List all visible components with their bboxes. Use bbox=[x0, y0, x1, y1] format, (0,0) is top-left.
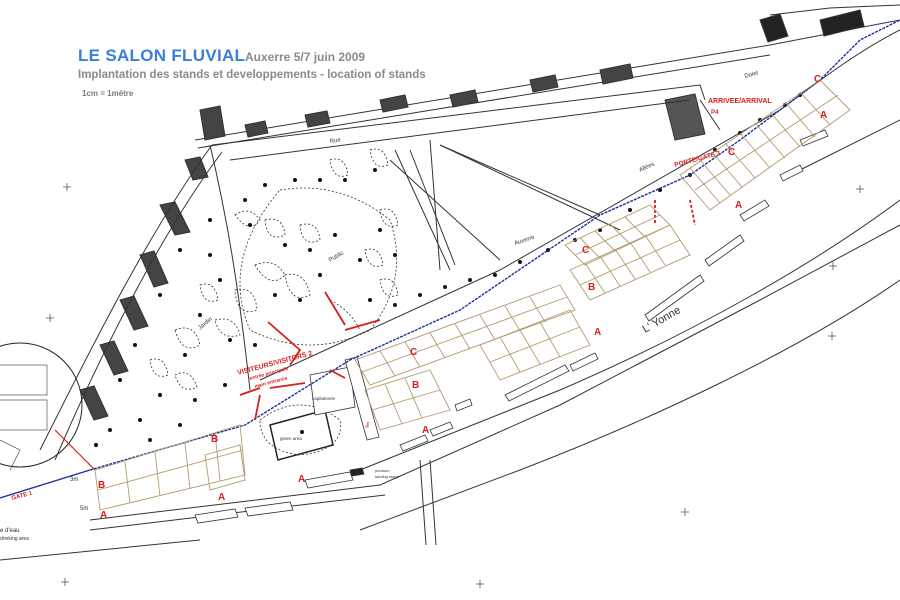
eau-en-label: drinking area bbox=[0, 536, 29, 542]
park-trees bbox=[94, 93, 802, 447]
pontoon-label: pontoon bbox=[375, 468, 389, 473]
zone-a-label: A bbox=[100, 510, 107, 521]
capitainerie-label: capitainerie bbox=[312, 396, 336, 401]
event-date: Auxerre 5/7 juin 2009 bbox=[245, 50, 366, 64]
green-area bbox=[269, 409, 334, 461]
zone-c-label: C bbox=[410, 347, 417, 358]
barriers bbox=[239, 199, 696, 421]
eau-fr-label: e d'eau bbox=[0, 528, 20, 534]
arrival-label: ARRIVEE/ARRIVAL bbox=[708, 98, 772, 105]
dim-label: 5m bbox=[364, 421, 370, 428]
street-dolet: Dolet bbox=[744, 70, 759, 80]
street-auxerre: Auxerre bbox=[514, 234, 536, 246]
zone-a-label: A bbox=[820, 110, 827, 121]
zone-a-label: A bbox=[735, 200, 742, 211]
page-subtitle: Implantation des stands et developpement… bbox=[78, 69, 426, 81]
page-title: LE SALON FLUVIAL bbox=[78, 46, 246, 65]
zone-b-label: B bbox=[98, 480, 105, 491]
zone-b-label: B bbox=[588, 282, 595, 293]
route-west bbox=[0, 469, 91, 499]
zone-a-label: A bbox=[218, 492, 225, 503]
scale-label: 1cm = 1métre bbox=[82, 89, 134, 98]
zone-b-label: B bbox=[211, 434, 218, 445]
zone-letters: C A C A C B A C B A B B A A A bbox=[98, 74, 827, 521]
p4-label: P4 bbox=[711, 110, 719, 116]
buildings-north bbox=[79, 4, 900, 421]
visitor-route bbox=[89, 19, 900, 471]
zone-a-label: A bbox=[298, 474, 305, 485]
park-paths bbox=[149, 148, 399, 456]
green-area-label: green area bbox=[280, 436, 302, 441]
roads bbox=[39, 29, 900, 546]
detail-circle bbox=[0, 342, 96, 471]
zone-a-label: A bbox=[594, 327, 601, 338]
zone-b-label: B bbox=[412, 380, 419, 391]
registration-marks bbox=[46, 183, 864, 588]
dim-5m-label: 5m bbox=[80, 506, 88, 512]
stand-grids bbox=[94, 79, 851, 511]
zone-a-label: A bbox=[422, 425, 429, 436]
gate3-label: PORTE/GATE 3 bbox=[674, 150, 722, 169]
dim-3m-label: 3m bbox=[70, 477, 78, 483]
gate1-label: GATE 1 bbox=[11, 490, 34, 501]
boats bbox=[194, 129, 829, 524]
jardin-label: Jardin bbox=[197, 316, 213, 331]
river-bank bbox=[0, 224, 900, 561]
capitainerie-block bbox=[309, 356, 380, 441]
zone-c-label: C bbox=[814, 74, 821, 85]
street-rue: Rue bbox=[329, 137, 341, 145]
zone-c-label: C bbox=[582, 245, 589, 256]
street-allees: Allées bbox=[638, 161, 655, 173]
public-label: Public bbox=[328, 250, 345, 263]
zone-c-label: C bbox=[728, 147, 735, 158]
pontoon-sub-label: landing stage bbox=[375, 474, 400, 479]
